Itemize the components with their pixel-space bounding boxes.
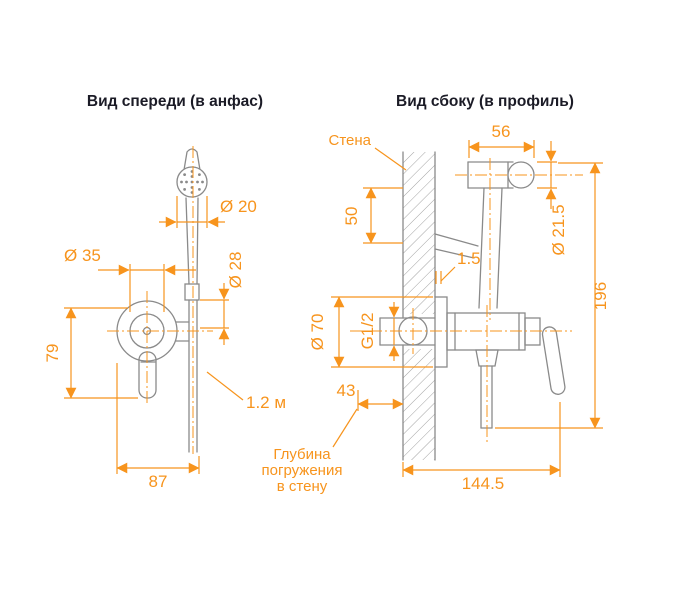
dim-thread-size: G1/2	[358, 313, 377, 350]
dim-wall-depth: 43	[337, 381, 356, 400]
dim-escutcheon-diameter: Ø 70	[308, 314, 327, 351]
wall-section	[402, 151, 436, 461]
sprayer-head-front	[176, 148, 208, 198]
depth-note-line1: Глубина	[273, 446, 331, 463]
dim-plate-offset: 1.5	[457, 249, 481, 268]
valve-body-side	[434, 296, 566, 395]
mixer-body-front	[116, 300, 190, 399]
depth-note-line3: в стену	[277, 478, 328, 495]
dim-overall-width: 87	[149, 472, 168, 491]
dim-head-diameter-front: Ø 20	[220, 197, 257, 216]
dim-body-height: 79	[43, 344, 62, 363]
wall-label: Стена	[328, 132, 371, 149]
side-view-dimensions: Стена 56 50 Ø 21.5 1.5 Ø 70 G1/2	[262, 122, 610, 495]
outlet-hose-side	[475, 349, 499, 429]
dim-head-diameter-side: Ø 21.5	[549, 204, 568, 255]
dim-head-width: 56	[492, 122, 511, 141]
valve-lever-side	[541, 326, 566, 395]
side-view-title: Вид сбоку (в профиль)	[396, 93, 574, 110]
dim-head-drop: 50	[342, 207, 361, 226]
dim-pipe-diameter: Ø 28	[226, 252, 245, 289]
sprayer-holder-side	[434, 187, 503, 309]
front-view-dimensions: Ø 20 Ø 35 Ø 28 79 87 1.2 м	[43, 196, 286, 491]
front-view-title: Вид спереди (в анфас)	[87, 93, 263, 110]
depth-note-line2: погружения	[262, 462, 343, 479]
dim-overall-depth: 144.5	[462, 474, 505, 493]
front-centerlines	[107, 146, 213, 454]
side-view-geometry	[350, 158, 583, 445]
front-view-geometry	[107, 146, 213, 454]
dim-hose-length: 1.2 м	[246, 393, 286, 412]
dim-body-diameter: Ø 35	[64, 246, 101, 265]
wall-hatch-bottom	[403, 349, 435, 460]
sprayer-handle-front	[184, 197, 200, 453]
dim-overall-height: 196	[591, 282, 610, 310]
wall-hatch-top	[403, 152, 435, 314]
side-centerlines	[350, 158, 583, 445]
